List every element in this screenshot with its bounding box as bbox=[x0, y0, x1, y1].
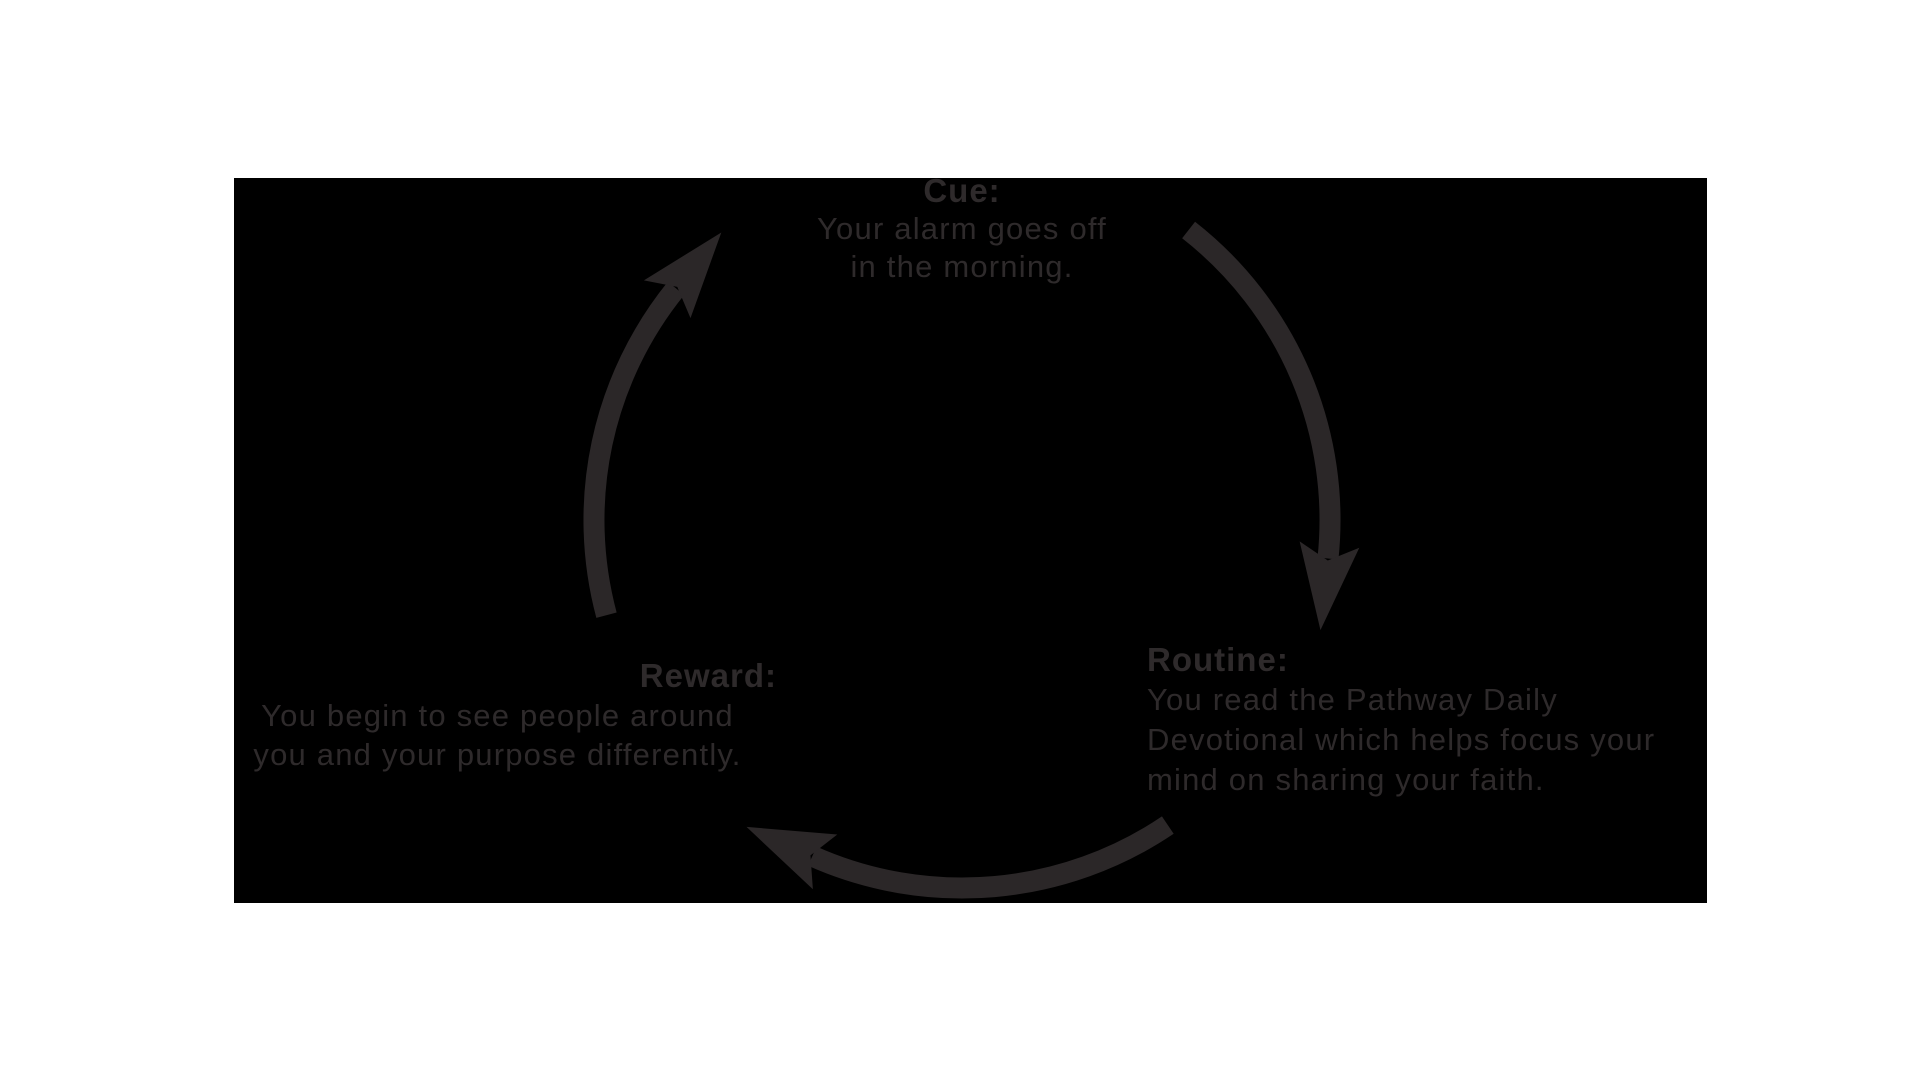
arrow-routine-to-reward bbox=[746, 816, 1174, 899]
arrow-reward-to-cue bbox=[583, 232, 722, 618]
step-reward-label: Reward: bbox=[639, 657, 777, 694]
step-reward: Reward: You begin to see people around y… bbox=[234, 656, 777, 774]
step-reward-line: you and your purpose differently. bbox=[253, 737, 742, 772]
step-routine-line: Devotional which helps focus your bbox=[1147, 722, 1656, 757]
step-routine-line: You read the Pathway Daily bbox=[1147, 682, 1558, 717]
step-routine-label: Routine: bbox=[1147, 641, 1289, 678]
step-cue-line: Your alarm goes off bbox=[817, 211, 1107, 246]
step-routine-line: mind on sharing your faith. bbox=[1147, 762, 1545, 797]
step-cue: Cue: Your alarm goes off in the morning. bbox=[662, 178, 1262, 286]
step-cue-line: in the morning. bbox=[850, 249, 1074, 284]
habit-loop-cycle bbox=[583, 221, 1360, 899]
step-reward-line: You begin to see people around bbox=[261, 698, 734, 733]
habit-loop-panel: Cue: Your alarm goes off in the morning.… bbox=[234, 178, 1707, 903]
step-routine: Routine: You read the Pathway Daily Devo… bbox=[1147, 640, 1707, 800]
step-cue-label: Cue: bbox=[923, 178, 1001, 209]
arrow-cue-to-routine bbox=[1182, 221, 1360, 631]
